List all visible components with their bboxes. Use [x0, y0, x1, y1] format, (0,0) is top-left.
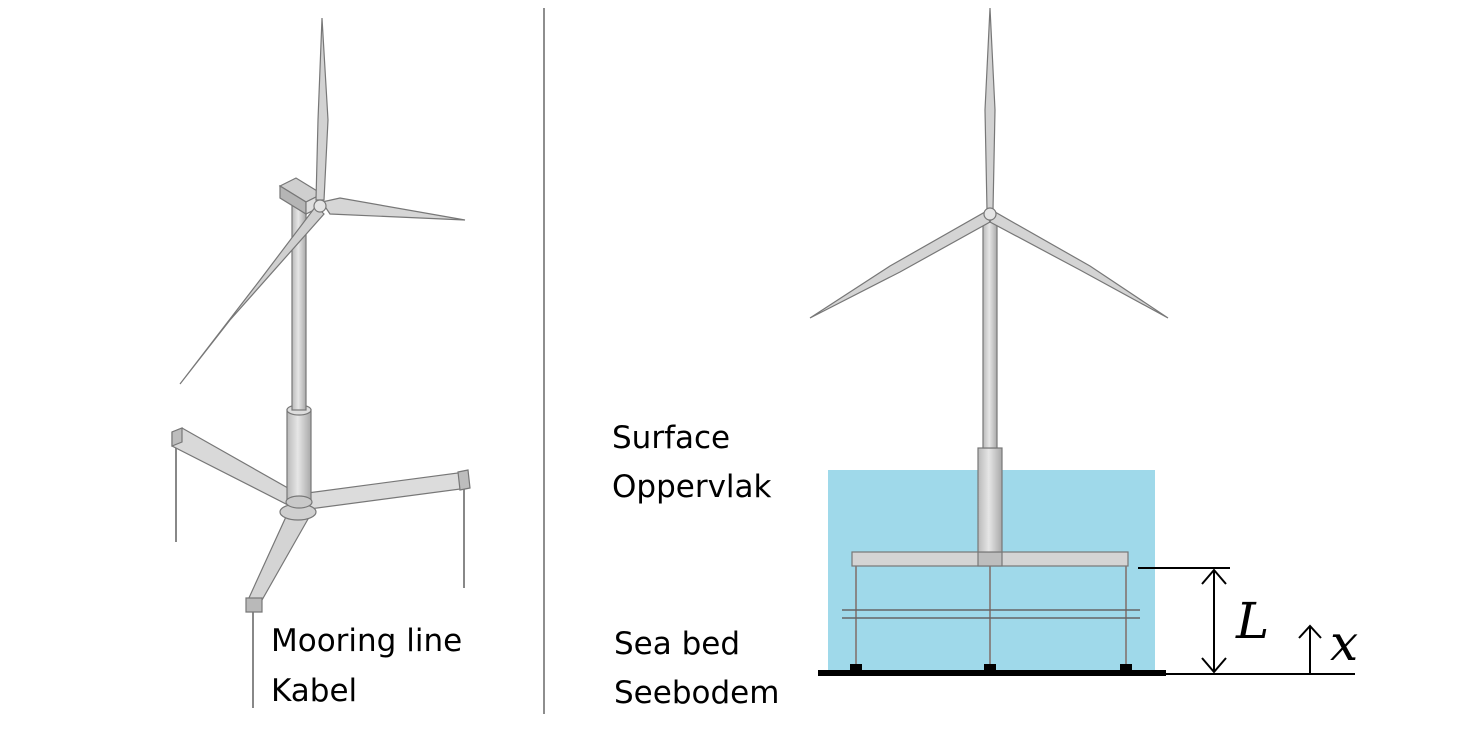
side-blade-up	[984, 7, 996, 211]
dimension-l	[1138, 567, 1355, 675]
lower-column-base	[285, 495, 313, 509]
side-rotor-hub	[983, 207, 997, 221]
blade-up	[315, 17, 329, 201]
pontoon-arm-right-end	[457, 469, 471, 491]
side-pontoon-hub	[977, 551, 1003, 567]
break-marks	[842, 609, 1140, 619]
coordinate-symbol: x	[1330, 614, 1359, 672]
mooring-line-label: Mooring line	[271, 623, 463, 659]
pontoon-arm-front-end	[245, 597, 263, 613]
length-symbol: L	[1236, 592, 1270, 650]
anchor-left	[850, 664, 862, 672]
mooring-lines	[175, 445, 465, 708]
blade-right	[321, 197, 466, 221]
side-blade-left	[809, 211, 991, 319]
surface-label: Surface	[612, 420, 731, 456]
seebodem-label: Seebodem	[614, 675, 780, 711]
blade-down-left	[179, 205, 325, 385]
dim-l-arrowhead-up	[1201, 568, 1227, 585]
pontoon-arm-right	[299, 471, 469, 511]
pontoon-arm-front	[247, 507, 313, 601]
isometric-turbine	[171, 17, 471, 708]
lower-column	[286, 409, 312, 505]
pontoon-arm-left	[171, 427, 304, 507]
dim-l-arrowhead-down	[1201, 657, 1227, 674]
pontoon-arm-left-side	[171, 427, 183, 447]
rotor-hub	[313, 199, 327, 213]
seabed-label: Sea bed	[614, 626, 741, 662]
oppervlak-label: Oppervlak	[612, 469, 772, 505]
kabel-label: Kabel	[271, 673, 358, 709]
anchor-mid	[984, 664, 996, 672]
side-mooring-lines	[855, 566, 1127, 668]
side-blade-right	[989, 211, 1169, 319]
anchor-right	[1120, 664, 1132, 672]
side-lower-column	[977, 447, 1003, 553]
side-turbine	[809, 7, 1169, 672]
x-arrowhead	[1298, 624, 1322, 639]
side-tower	[982, 221, 998, 449]
